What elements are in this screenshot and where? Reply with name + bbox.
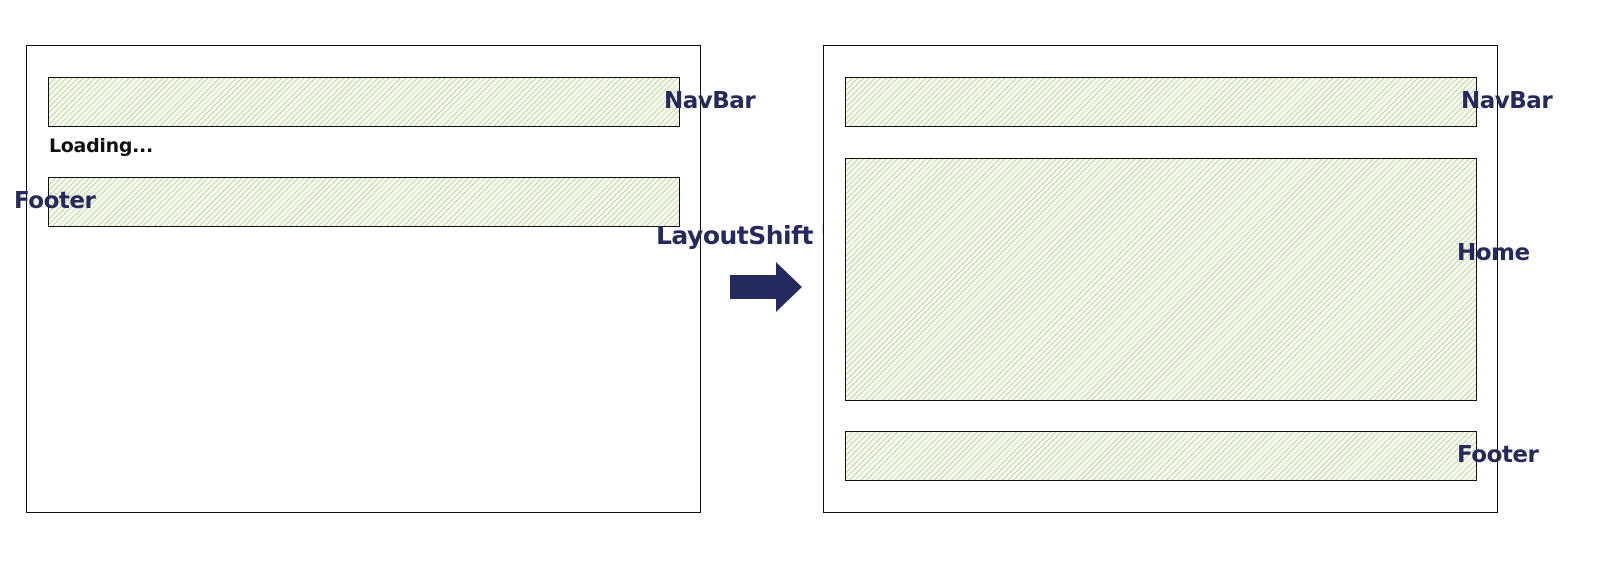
after-navbar-block bbox=[845, 77, 1477, 127]
before-navbar-block bbox=[48, 77, 680, 127]
loading-text: Loading... bbox=[49, 135, 153, 157]
after-home-label: Home bbox=[1457, 240, 1530, 266]
after-footer-label: Footer bbox=[1457, 442, 1539, 468]
before-navbar-label: NavBar bbox=[664, 88, 756, 114]
before-footer-block bbox=[48, 177, 680, 227]
right-arrow-icon bbox=[730, 262, 802, 312]
after-home-block bbox=[845, 158, 1477, 401]
after-footer-block bbox=[845, 431, 1477, 481]
after-navbar-label: NavBar bbox=[1461, 88, 1553, 114]
before-footer-label: Footer bbox=[14, 188, 96, 214]
